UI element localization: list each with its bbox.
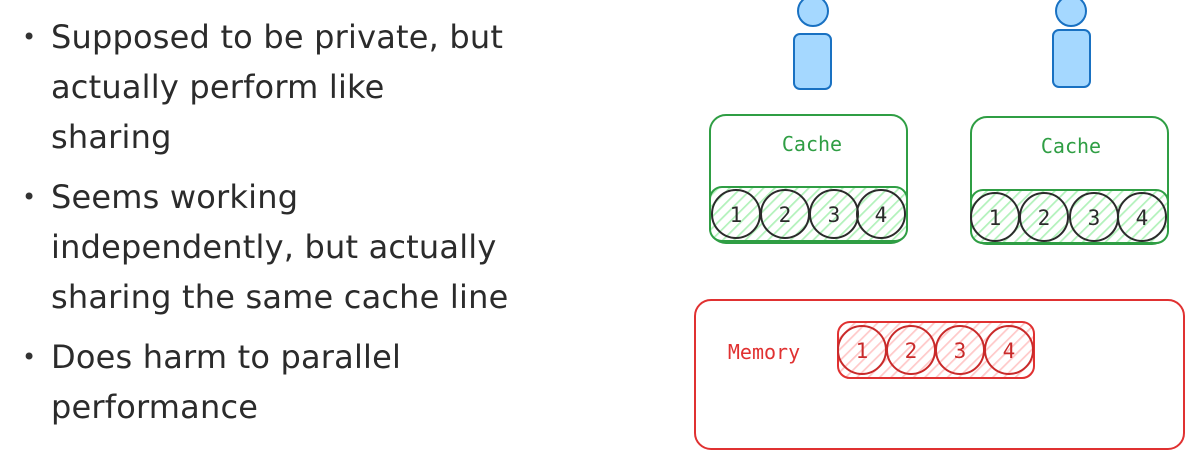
bullet-dot: • <box>22 183 37 211</box>
bullet-dot: • <box>22 343 37 371</box>
person-icon <box>793 0 832 90</box>
slot-number: 2 <box>779 203 792 227</box>
bullet-line: sharing <box>51 118 172 156</box>
cache-label: Cache <box>1041 134 1101 158</box>
person-icon <box>1052 0 1091 88</box>
cache-slot: 4 <box>1117 192 1167 242</box>
slot-number: 4 <box>875 203 888 227</box>
bullet-line: actually perform like <box>51 68 385 106</box>
bullet-line: sharing the same cache line <box>51 278 509 316</box>
bullet-independent: • Seems working independently, but actua… <box>18 172 518 322</box>
slot-number: 4 <box>1003 339 1016 363</box>
bullet-line: Supposed to be private, but <box>51 18 504 56</box>
slot-number: 1 <box>730 203 743 227</box>
bullet-line: independently, but actually <box>51 228 497 266</box>
slot-number: 3 <box>828 203 841 227</box>
bullet-private: • Supposed to be private, but actually p… <box>18 12 518 162</box>
memory: Memory 1 2 3 4 <box>694 299 1185 450</box>
core-left: Cache 1 2 3 4 <box>709 0 908 244</box>
cache-slot: 2 <box>1019 192 1069 242</box>
bullet-line: Seems working <box>51 178 299 216</box>
bullet-list: • Supposed to be private, but actually p… <box>18 12 518 442</box>
bullet-harm: • Does harm to parallel performance <box>18 332 518 432</box>
cache-label: Cache <box>782 132 842 156</box>
bullet-line: performance <box>51 388 259 426</box>
slot-number: 2 <box>1038 206 1051 230</box>
memory-box <box>694 299 1185 450</box>
slot-number: 3 <box>1088 206 1101 230</box>
slot-number: 4 <box>1136 206 1149 230</box>
bullet-line: Does harm to parallel <box>51 338 402 376</box>
core-right: Cache 1 2 3 4 <box>970 0 1169 245</box>
slot-number: 2 <box>905 339 918 363</box>
cache-slot: 4 <box>856 189 906 239</box>
memory-slot: 4 <box>984 325 1034 375</box>
slot-number: 1 <box>989 206 1002 230</box>
bullet-dot: • <box>22 23 37 51</box>
memory-label: Memory <box>728 340 800 364</box>
cache-box <box>709 114 908 244</box>
slot-number: 1 <box>856 339 869 363</box>
slot-number: 3 <box>954 339 967 363</box>
